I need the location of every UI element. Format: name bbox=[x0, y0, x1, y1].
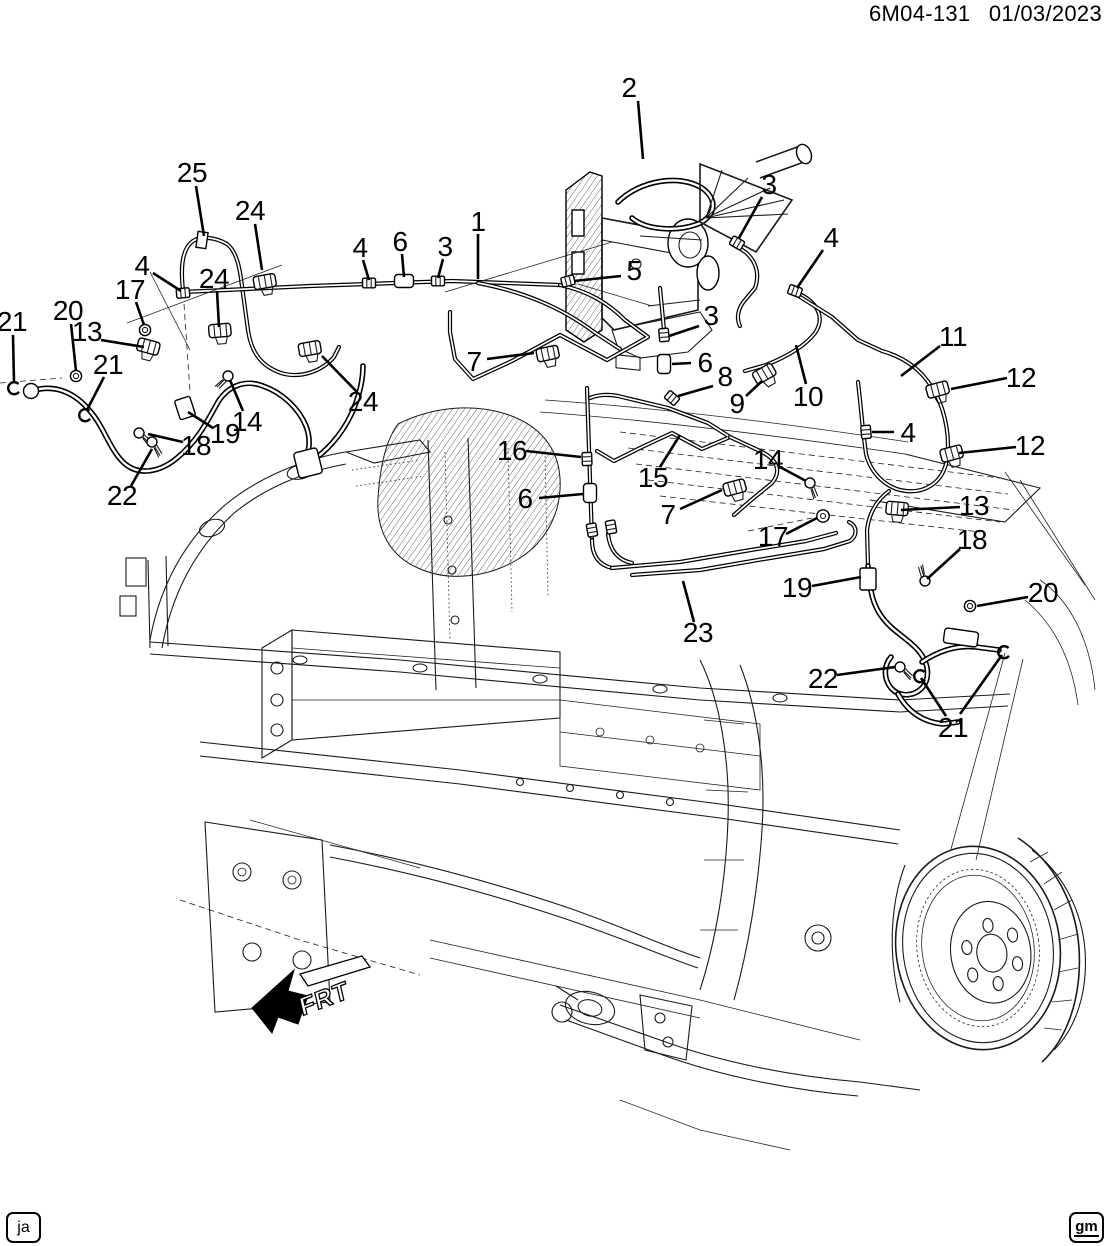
callout-number-14: 14 bbox=[231, 406, 263, 437]
hose-junction-block bbox=[293, 447, 323, 479]
alignment-guides bbox=[0, 241, 813, 532]
callout-number-24: 24 bbox=[234, 195, 266, 226]
callout-number-4: 4 bbox=[823, 222, 839, 253]
brake-rotor bbox=[894, 845, 1062, 1051]
brake-hoses bbox=[22, 366, 1000, 724]
callout-number-23: 23 bbox=[682, 617, 714, 648]
corner-badge-ja: ja bbox=[6, 1212, 41, 1243]
callout-number-5: 5 bbox=[626, 255, 642, 286]
callout-number-18: 18 bbox=[180, 430, 212, 461]
drawing-date: 01/03/2023 bbox=[988, 1, 1102, 26]
frt-direction-arrow: FRT bbox=[251, 955, 372, 1034]
corner-badge-ja-label: ja bbox=[17, 1218, 30, 1236]
callout-number-22: 22 bbox=[106, 480, 138, 511]
gm-logo-text: gm bbox=[1074, 1217, 1099, 1237]
callout-number-17: 17 bbox=[757, 521, 789, 552]
callout-number-20: 20 bbox=[1027, 577, 1059, 608]
callout-number-9: 9 bbox=[729, 388, 745, 419]
callout-number-3: 3 bbox=[703, 300, 719, 331]
callout-number-6: 6 bbox=[392, 226, 408, 257]
callout-number-13: 13 bbox=[958, 490, 990, 521]
callout-number-4: 4 bbox=[900, 417, 916, 448]
hose-bracket bbox=[859, 567, 877, 591]
callout-number-3: 3 bbox=[437, 231, 453, 262]
callout-number-10: 10 bbox=[792, 381, 824, 412]
callout-number-6: 6 bbox=[697, 347, 713, 378]
body-structure bbox=[119, 399, 1096, 1151]
callout-number-4: 4 bbox=[134, 250, 150, 281]
callout-number-3: 3 bbox=[761, 169, 777, 200]
drawing-number: 6M04-131 bbox=[869, 1, 971, 26]
callout-number-21: 21 bbox=[92, 349, 124, 380]
callout-number-25: 25 bbox=[176, 157, 208, 188]
callout-number-19: 19 bbox=[781, 572, 813, 603]
callout-number-24: 24 bbox=[347, 386, 379, 417]
banjo-fitting bbox=[22, 382, 40, 400]
callout-number-12: 12 bbox=[1005, 362, 1037, 393]
callout-number-13: 13 bbox=[71, 316, 103, 347]
callout-number-21: 21 bbox=[937, 712, 969, 743]
callout-number-12: 12 bbox=[1014, 430, 1046, 461]
callout-number-20: 20 bbox=[52, 295, 84, 326]
callout-number-11: 11 bbox=[938, 321, 968, 352]
callout-number-18: 18 bbox=[956, 524, 988, 555]
callout-number-22: 22 bbox=[807, 663, 839, 694]
callout-number-8: 8 bbox=[717, 361, 733, 392]
callout-number-1: 1 bbox=[470, 206, 486, 237]
callout-number-7: 7 bbox=[466, 346, 482, 377]
callout-number-14: 14 bbox=[752, 444, 784, 475]
hose-bracket bbox=[174, 395, 196, 421]
drawing-header: 6M04-131 01/03/2023 bbox=[857, 1, 1102, 27]
hose-end-fitting bbox=[942, 627, 980, 648]
gm-logo-badge: gm bbox=[1069, 1212, 1104, 1243]
callout-number-16: 16 bbox=[496, 435, 528, 466]
callout-number-7: 7 bbox=[660, 499, 676, 530]
callout-number-21: 21 bbox=[0, 306, 28, 337]
callout-number-19: 19 bbox=[209, 418, 241, 449]
callout-number-15: 15 bbox=[637, 462, 669, 493]
callout-number-17: 17 bbox=[114, 274, 146, 305]
callout-number-6: 6 bbox=[517, 483, 533, 514]
abs-modulator bbox=[565, 143, 813, 371]
callout-number-4: 4 bbox=[352, 232, 368, 263]
callout-number-2: 2 bbox=[621, 72, 637, 103]
callout-number-24: 24 bbox=[198, 263, 230, 294]
